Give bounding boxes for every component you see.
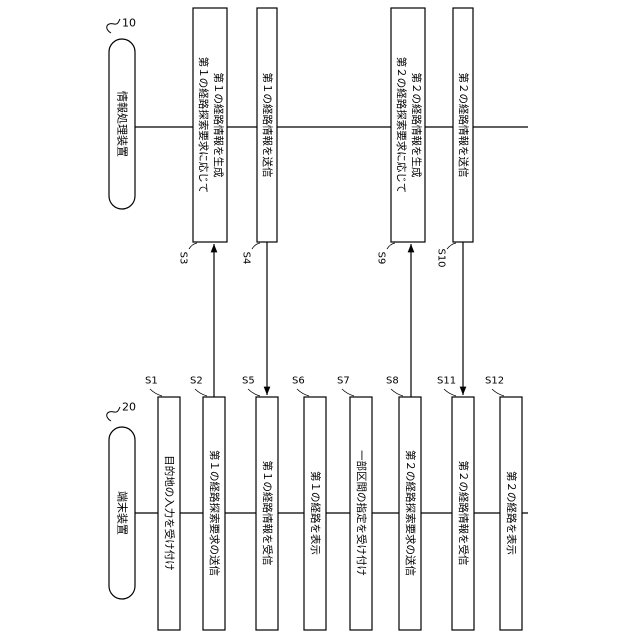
terminal-actor-label: 端末装置 bbox=[116, 491, 130, 535]
message-arrows bbox=[214, 242, 463, 397]
step-s10: 第２の経路情報を送信 S10 bbox=[436, 8, 474, 268]
step-id: S11 bbox=[437, 376, 456, 387]
terminal-ref-leader bbox=[107, 407, 120, 421]
step-s9: 第２の経路探索要求に応じて 第２の経路情報を生成 S9 bbox=[376, 8, 426, 264]
step-s7: 一部区間の指定を受け付け S7 bbox=[337, 376, 372, 631]
step-id: S3 bbox=[178, 252, 189, 265]
step-label: 第１の経路探索要求に応じて bbox=[197, 57, 210, 194]
step-id-leader bbox=[447, 243, 456, 249]
step-id: S10 bbox=[436, 248, 447, 267]
step-id-leader bbox=[387, 243, 395, 249]
terminal-steps: 目的地の入力を受け付け S1 第１の経路探索要求の送信 S2 第１の経路情報を受… bbox=[145, 376, 522, 631]
step-s11: 第２の経路情報を受信 S11 bbox=[437, 376, 474, 631]
step-id: S4 bbox=[241, 252, 252, 265]
step-s5: 第１の経路情報を受信 S5 bbox=[242, 376, 278, 631]
step-id: S9 bbox=[376, 252, 387, 265]
server-ref-leader bbox=[107, 19, 120, 33]
step-label: 第２の経路探索要求に応じて bbox=[395, 57, 408, 194]
step-label: 第２の経路情報を送信 bbox=[457, 73, 470, 178]
step-id: S1 bbox=[145, 376, 158, 387]
step-label: 一部区間の指定を受け付け bbox=[355, 450, 368, 576]
step-id: S6 bbox=[292, 376, 305, 387]
step-id-leader bbox=[252, 243, 260, 249]
terminal-header: 端末装置 20 bbox=[107, 401, 136, 600]
step-id: S8 bbox=[386, 376, 399, 387]
terminal-ref-number: 20 bbox=[122, 401, 136, 414]
step-id-leader bbox=[492, 389, 504, 396]
step-label-line2: 第２の経路情報を生成 bbox=[410, 73, 423, 178]
step-label: 第２の経路情報を受信 bbox=[457, 461, 470, 566]
step-label: 第１の経路探索要求の送信 bbox=[208, 450, 221, 576]
step-id: S12 bbox=[485, 376, 504, 387]
step-id-leader bbox=[189, 243, 197, 249]
step-s6: 第１の経路を表示 S6 bbox=[292, 376, 326, 631]
server-header: 情報処理装置 10 bbox=[107, 17, 136, 210]
step-id-leader bbox=[195, 389, 207, 396]
step-id-leader bbox=[342, 389, 354, 396]
step-s1: 目的地の入力を受け付け S1 bbox=[145, 376, 180, 631]
server-actor-label: 情報処理装置 bbox=[116, 91, 129, 157]
step-label: 目的地の入力を受け付け bbox=[163, 455, 176, 571]
step-s4: 第１の経路情報を送信 S4 bbox=[241, 8, 278, 264]
step-id-leader bbox=[391, 389, 403, 396]
step-id: S5 bbox=[242, 376, 255, 387]
step-id-leader bbox=[248, 389, 260, 396]
step-id: S2 bbox=[190, 376, 203, 387]
step-s2: 第１の経路探索要求の送信 S2 bbox=[190, 376, 225, 631]
step-label: 第２の経路を表示 bbox=[505, 471, 518, 555]
step-id-leader bbox=[150, 389, 162, 396]
step-label: 第１の経路情報を受信 bbox=[261, 461, 274, 566]
step-label: 第２の経路探索要求の送信 bbox=[404, 450, 417, 576]
step-id-leader bbox=[444, 389, 456, 396]
server-ref-number: 10 bbox=[122, 17, 136, 30]
step-id: S7 bbox=[337, 376, 350, 387]
step-s12: 第２の経路を表示 S12 bbox=[485, 376, 522, 631]
step-s3: 第１の経路探索要求に応じて 第１の経路情報を生成 S3 bbox=[178, 8, 228, 264]
step-label: 第１の経路を表示 bbox=[309, 471, 322, 555]
step-label-line2: 第１の経路情報を生成 bbox=[212, 73, 225, 178]
step-id-leader bbox=[297, 389, 309, 396]
step-label: 第１の経路情報を送信 bbox=[261, 73, 274, 178]
server-steps: 第１の経路探索要求に応じて 第１の経路情報を生成 S3 第１の経路情報を送信 S… bbox=[178, 8, 474, 268]
step-s8: 第２の経路探索要求の送信 S8 bbox=[386, 376, 421, 631]
